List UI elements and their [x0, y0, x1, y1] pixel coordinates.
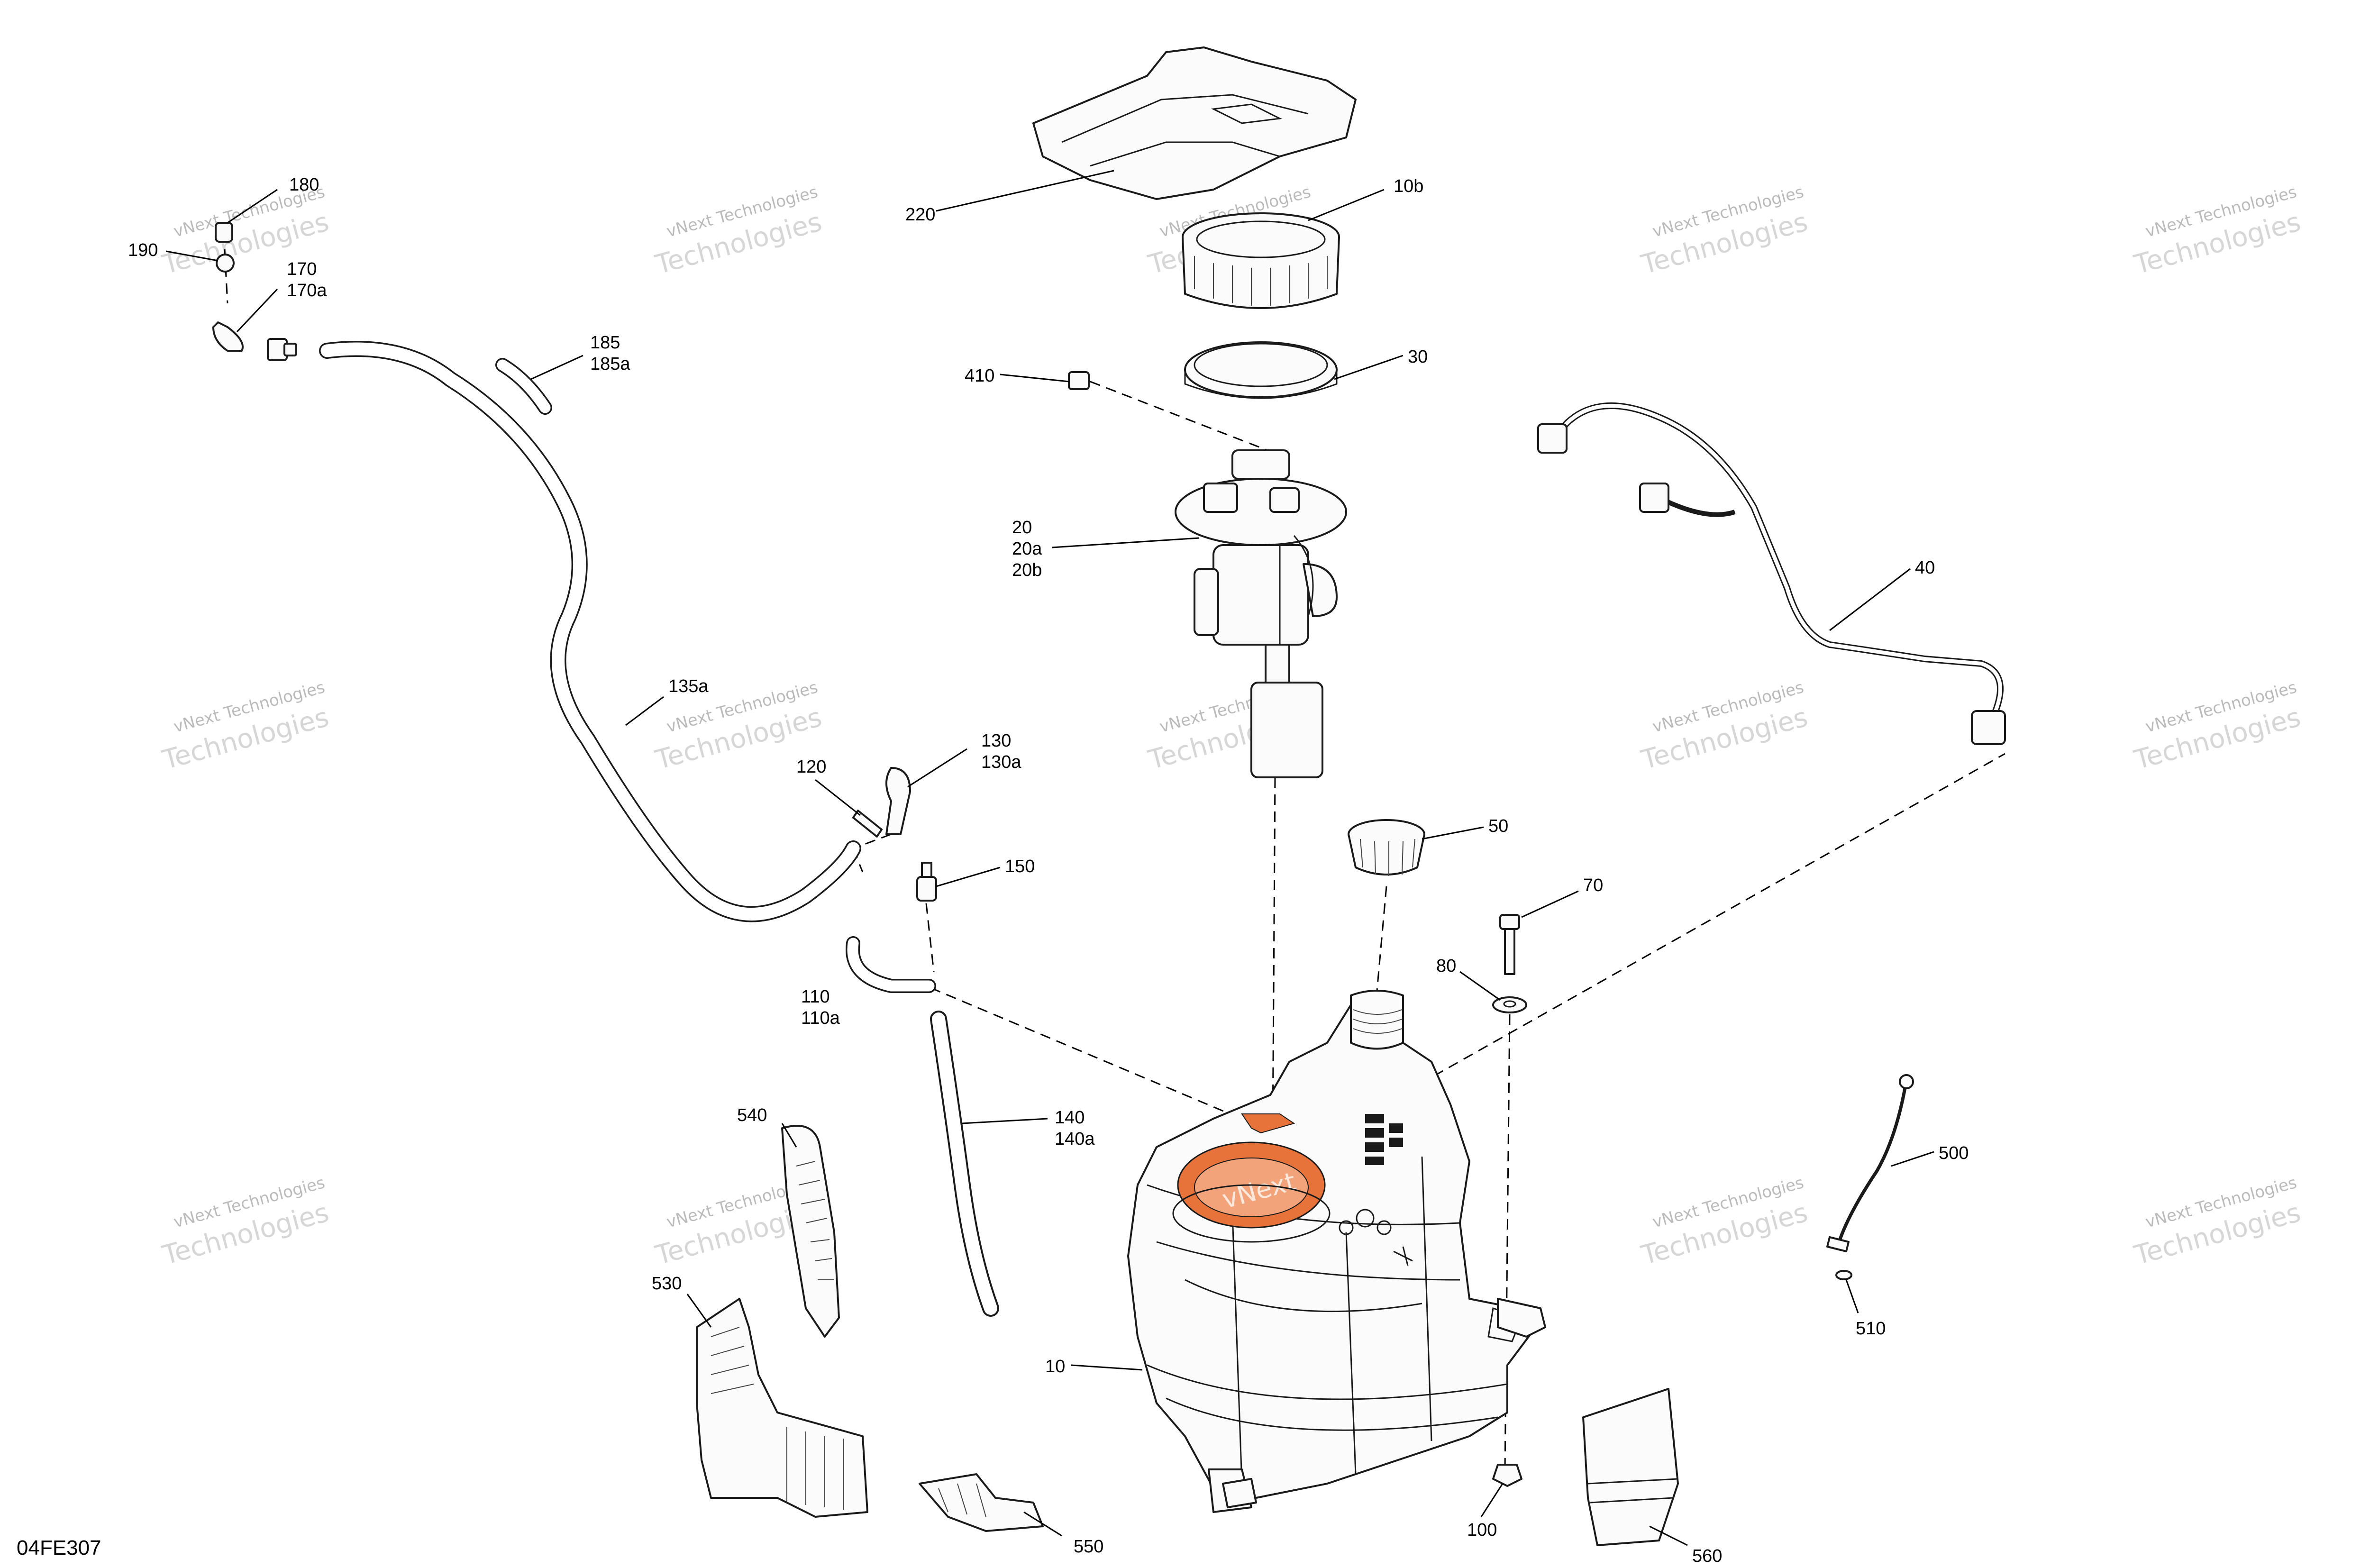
callout-185: 185	[590, 333, 620, 353]
callout-110: 110	[801, 987, 830, 1007]
callout-10: 10	[1045, 1357, 1065, 1377]
nut-100	[1492, 1464, 1522, 1487]
valve-150	[916, 862, 937, 902]
cap-50	[1348, 819, 1425, 876]
callout-10b: 10b	[1394, 176, 1423, 196]
callout-20a: 20a	[1012, 539, 1042, 559]
hose-110	[846, 936, 936, 993]
heat-shield-550	[919, 1473, 1044, 1532]
callout-170: 170	[287, 259, 317, 279]
gasket-30	[1184, 341, 1338, 399]
callout-110a: 110a	[801, 1008, 840, 1028]
callout-135a: 135a	[668, 676, 709, 696]
callout-100: 100	[1467, 1520, 1497, 1540]
tank-opening-highlight: vNext	[1172, 1113, 1331, 1243]
callout-410: 410	[965, 366, 994, 386]
o-ring-510	[1835, 1270, 1852, 1280]
callout-20: 20	[1012, 518, 1032, 538]
callout-80: 80	[1436, 956, 1456, 976]
bolt-70	[1499, 914, 1520, 975]
callout-30: 30	[1408, 347, 1428, 367]
callout-220: 220	[905, 205, 935, 225]
callout-180: 180	[289, 175, 319, 195]
callout-190: 190	[128, 240, 158, 260]
vent-hose-135a	[319, 341, 861, 922]
callout-550: 550	[1074, 1537, 1103, 1557]
callout-20b: 20b	[1012, 560, 1042, 580]
callout-510: 510	[1856, 1319, 1886, 1339]
fuel-pump-module-20	[1175, 449, 1347, 778]
fuel-tank-10: vNext	[1127, 990, 1546, 1513]
hose-185	[495, 358, 552, 415]
leader-lines	[165, 170, 1934, 1546]
clamp-180	[215, 222, 233, 243]
heat-shield-540	[781, 1125, 840, 1338]
diagram-code: 04FE307	[17, 1536, 101, 1559]
tank-label-pictograms	[1365, 1114, 1403, 1165]
callout-120: 120	[796, 757, 826, 777]
hose-140	[930, 1011, 999, 1317]
callout-50: 50	[1488, 816, 1508, 836]
callout-185a: 185a	[590, 354, 630, 374]
callout-540: 540	[737, 1105, 767, 1125]
callout-500: 500	[1939, 1143, 1969, 1163]
callout-numbers: 180 190 170 170a 185 185a 135a 220 10b 4…	[128, 175, 1969, 1566]
elbow-130	[885, 767, 911, 835]
wiring-harness-40	[1537, 402, 2006, 745]
fitting-170	[212, 321, 297, 361]
callout-150: 150	[1005, 857, 1035, 876]
callout-140a: 140a	[1055, 1129, 1095, 1149]
callout-130: 130	[981, 731, 1011, 751]
callout-130a: 130a	[981, 752, 1021, 772]
callout-530: 530	[652, 1274, 682, 1294]
heat-shield-530	[696, 1298, 868, 1518]
clamp-190	[216, 254, 235, 273]
washer-80	[1492, 996, 1527, 1013]
skid-plate-220	[1032, 46, 1357, 200]
callout-70: 70	[1583, 875, 1603, 895]
callout-40: 40	[1915, 558, 1935, 578]
callout-560: 560	[1692, 1546, 1722, 1566]
callout-170a: 170a	[287, 281, 327, 301]
lock-ring-10b	[1182, 212, 1340, 309]
fuel-level-sensor-500	[1826, 1074, 1914, 1252]
callout-140: 140	[1055, 1108, 1085, 1128]
heat-shield-560	[1582, 1388, 1679, 1546]
clip-410	[1068, 371, 1090, 390]
screw-120	[852, 810, 883, 838]
